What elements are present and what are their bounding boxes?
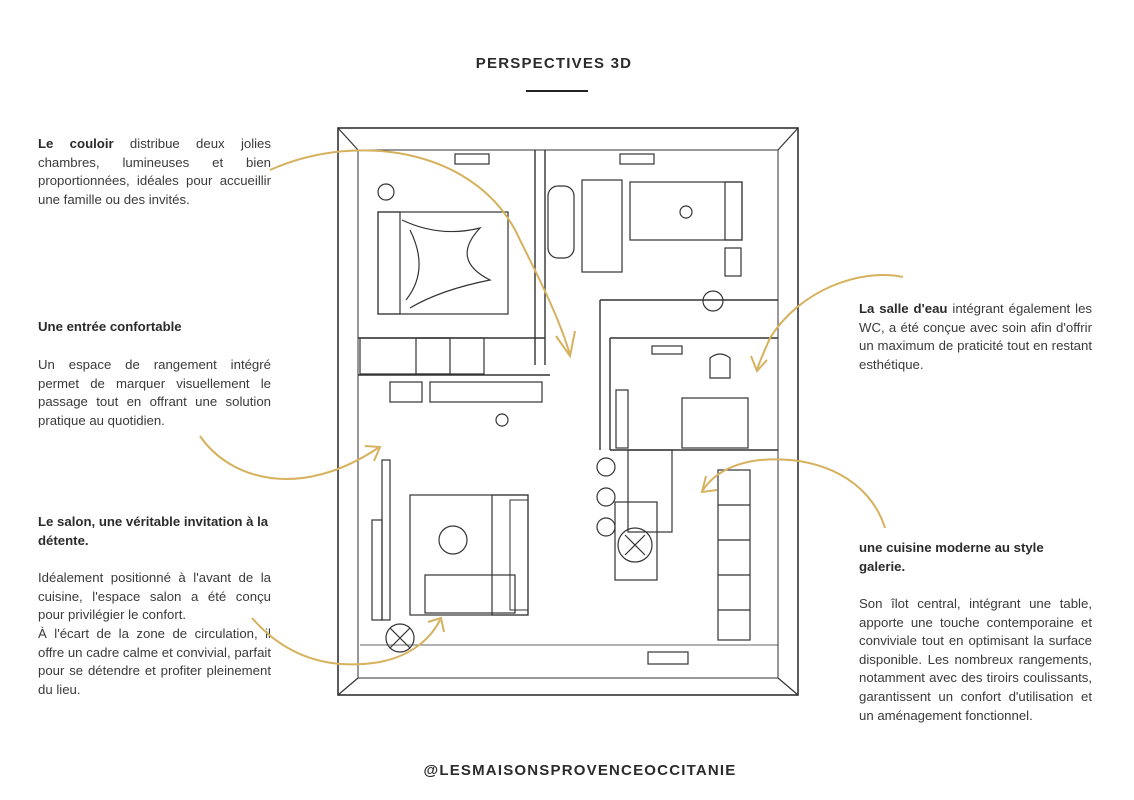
- entry-storage: [359, 337, 543, 427]
- cuisine-heading: une cuisine moderne au style galerie.: [859, 540, 1044, 574]
- frame-corner-tl: [337, 127, 359, 151]
- salon-text-2: À l'écart de la zone de circulation, il …: [38, 626, 271, 697]
- salle-eau-lead: La salle d'eau: [859, 301, 948, 316]
- bedroom-1-bed: [377, 183, 509, 315]
- couloir-lead: Le couloir: [38, 136, 114, 151]
- social-handle: @LESMAISONSPROVENCEOCCITANIE: [423, 762, 737, 779]
- frame-corner-tr: [777, 127, 799, 151]
- plan-outer-frame: [337, 127, 799, 696]
- title-underline: [526, 90, 588, 92]
- cuisine-text: Son îlot central, intégrant une table, a…: [859, 596, 1092, 723]
- salon-heading: Le salon, une véritable invitation à la …: [38, 514, 269, 548]
- frame-corner-bl: [337, 677, 359, 696]
- window-top-right: [619, 153, 655, 165]
- kitchen-galley: [717, 469, 751, 641]
- living-sofa: [385, 494, 529, 653]
- entree-text: Un espace de rangement intégré permet de…: [38, 357, 271, 428]
- bathroom-fixtures: [615, 345, 749, 449]
- frame-corner-br: [777, 677, 799, 696]
- floor-plan-3d: [337, 127, 799, 696]
- couloir-text: distribue deux jolies chambres, lumineus…: [38, 136, 271, 207]
- bedroom-2-furniture: [547, 179, 743, 312]
- plan-inner-wall: [357, 149, 779, 679]
- salon-text-1: Idéalement positionné à l'avant de la cu…: [38, 570, 271, 623]
- salle-eau-paragraph: La salle d'eau intégrant également les W…: [859, 300, 1092, 374]
- entree-heading: Une entrée confortable: [38, 319, 182, 334]
- kitchen-island: [596, 449, 673, 581]
- window-top-left: [454, 153, 490, 165]
- tv-wall-unit: [371, 459, 391, 621]
- window-bottom: [647, 651, 689, 665]
- partitions: [358, 150, 778, 451]
- couloir-paragraph: Le couloir distribue deux jolies chambre…: [38, 135, 271, 209]
- page-title: PERSPECTIVES 3D: [475, 55, 633, 72]
